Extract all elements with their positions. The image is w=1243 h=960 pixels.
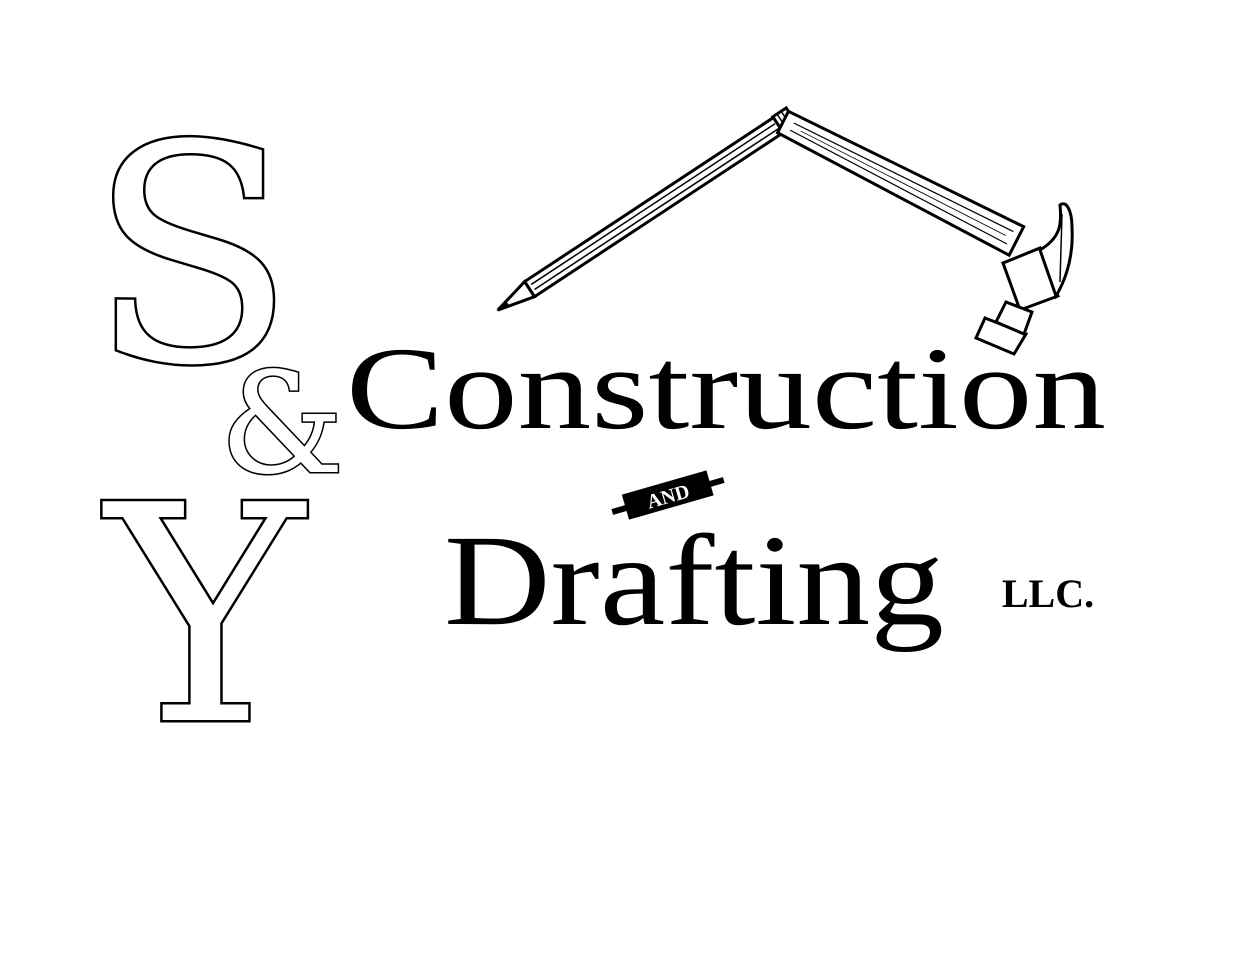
- monogram-s: S: [89, 82, 295, 431]
- monogram-ampersand: &: [220, 343, 345, 506]
- drafting-wordmark: Drafting: [444, 509, 944, 653]
- llc-suffix: LLC.: [1002, 571, 1094, 616]
- pencil-icon: [496, 105, 800, 312]
- hammer-icon: [775, 109, 1074, 356]
- construction-wordmark: Construction: [346, 323, 1106, 454]
- monogram-y: Y: [101, 442, 307, 791]
